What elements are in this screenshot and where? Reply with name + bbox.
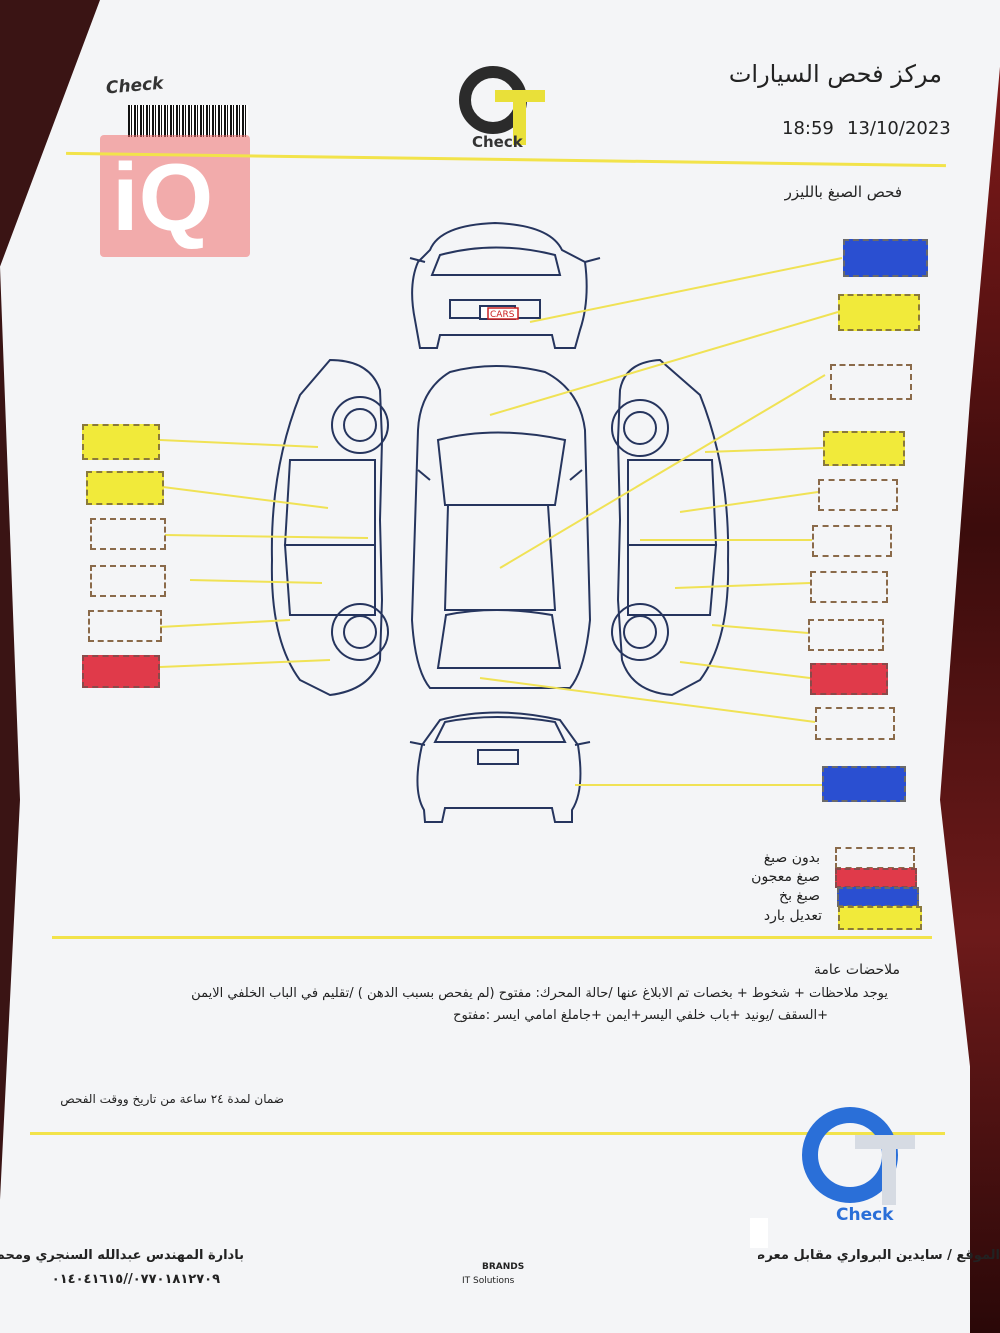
notes-line-2: +السقف /يونيد +باب خلفي اليسر+ايمن +جامل… [453,1008,828,1023]
footer-management: بادارة المهندس عبدالله السنجري ومحمد ال [0,1248,244,1263]
legend-label-no-paint: بدون صبغ [763,850,820,866]
legend-swatch-putty [835,868,917,888]
footer-phones: ٠٧٧٠١٨١٢٧٠٩//٠١٤٠٤١٦١٥ [51,1272,220,1287]
footer-it-solutions: IT Solutions [462,1276,515,1286]
panel-box-trunk [815,707,895,740]
inspection-time: 18:59 [782,118,834,139]
legend-label-putty: صبغ معجون [751,869,820,885]
inspection-date: 13/10/2023 [847,118,951,139]
panel-box-right-front-fender [823,431,905,466]
gt-check-stamp-logo [802,1107,915,1205]
legend-label-cold-repair: تعديل بارد [763,908,822,924]
stamp-check-text: Check [836,1205,894,1225]
panel-box-left-rear-door [90,565,166,597]
warranty-text: ضمان لمدة ٢٤ ساعة من تاريخ ووقت الفحص [60,1092,284,1106]
legend-swatch-spray [837,887,919,907]
panel-box-left-quarter [82,655,160,688]
panel-box-right-rear-fender [808,619,884,651]
panel-box-left-front-door [86,471,164,505]
car-left-side-view [270,358,389,697]
center-name: مركز فحص السيارات [728,60,942,88]
legend-divider [52,936,932,939]
legend-swatch-cold-repair [838,906,922,930]
notes-title: ملاحضات عامة [813,962,900,978]
car-right-side-view [611,358,730,697]
section-title: فحص الصبغ بالليزر [784,183,902,201]
panel-box-left-pillar [90,518,166,550]
panel-box-front-bumper [843,239,928,277]
panel-box-hood [838,294,920,331]
panel-box-rear-bumper [822,766,906,802]
legend-label-spray: صبغ بخ [779,888,820,904]
car-rear-view [409,711,591,823]
panel-box-right-front-door [818,479,898,511]
legend-swatch-no-paint [835,847,915,869]
footer-location: الموقع / سايدين البرواري مقابل معرض [758,1248,1000,1263]
panel-box-right-rear-door [810,571,888,603]
logo-check-text: Check [472,133,523,151]
panel-box-right-quarter [810,663,888,695]
gt-check-logo [459,66,545,145]
panel-box-left-rear-fender [88,610,162,642]
panel-box-right-pillar [812,525,892,557]
license-plate-text: CARS [490,310,515,320]
notes-line-1: يوجد ملاحظات + شخوط + بخصات تم الابلاغ ع… [191,986,888,1001]
car-front-view [409,221,601,349]
barcode [128,105,248,137]
panel-box-roof [830,364,912,400]
white-correction-mark [750,1218,768,1248]
footer-divider [30,1132,945,1135]
panel-box-left-front-fender [82,424,160,460]
footer-brands: BRANDS [482,1262,525,1272]
car-top-view [410,365,592,689]
